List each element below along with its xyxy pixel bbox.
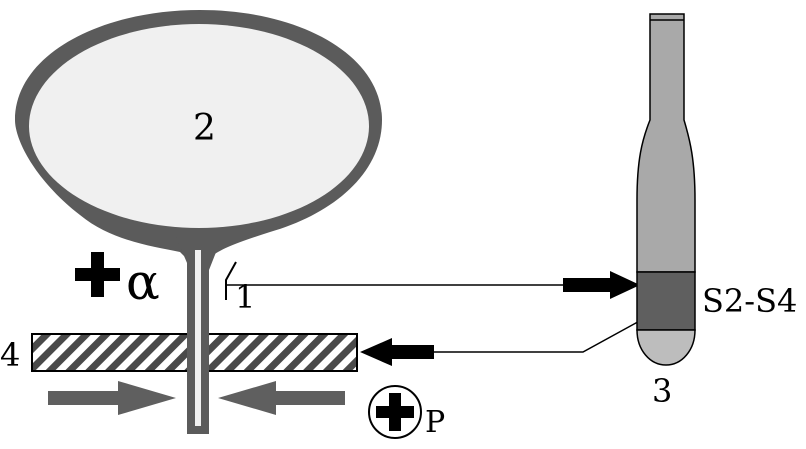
spinal-cord-number: 3 <box>652 372 672 410</box>
alpha-symbol: α <box>126 253 160 311</box>
stretch-sensor <box>225 261 237 300</box>
sensor-number: 1 <box>235 278 255 316</box>
plus-in-circle-icon <box>368 385 422 439</box>
spinal-cord-segment <box>636 271 696 331</box>
urethra-lumen-front <box>195 333 201 372</box>
bladder-lumen <box>29 24 369 228</box>
right-arrow-icon <box>48 381 176 415</box>
bladder <box>15 10 382 262</box>
efferent-line <box>395 317 646 353</box>
right-arrow-icon <box>563 271 640 299</box>
spinal-cord <box>636 13 696 366</box>
left-arrow-icon <box>360 338 434 366</box>
sphincter-number: 4 <box>0 336 20 374</box>
left-arrow-icon <box>218 381 345 415</box>
bladder-number: 2 <box>193 108 216 149</box>
sacral-segments-label: S2-S4 <box>702 282 797 320</box>
spinal-cord-upper <box>636 13 696 273</box>
plus-icon <box>75 252 120 297</box>
pressure-symbol: P <box>425 405 445 440</box>
spinal-cord-tip <box>636 329 696 366</box>
